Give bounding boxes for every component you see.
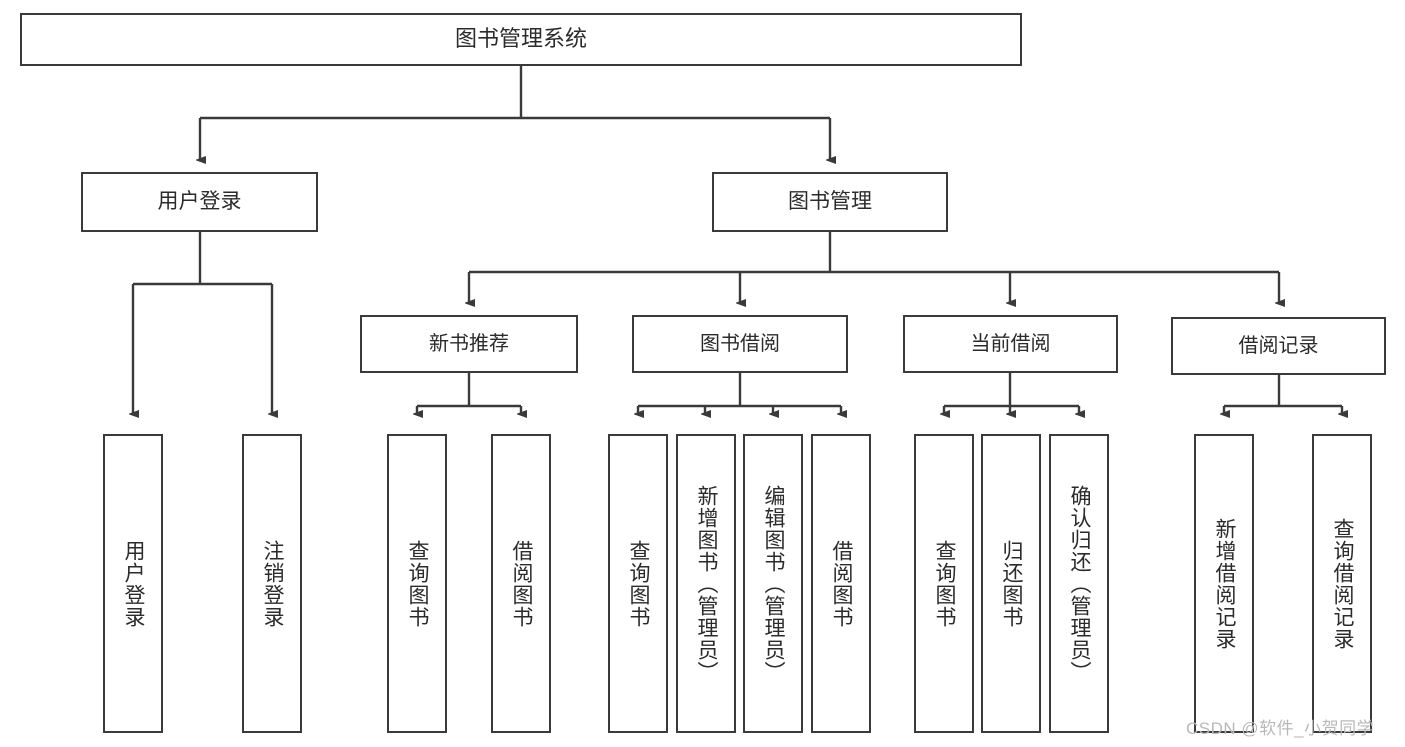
node-book-borrow[interactable]: 图书借阅	[632, 315, 848, 373]
node-leaf-query-record[interactable]: 查询借阅记录	[1312, 434, 1372, 733]
node-leaf-confirm-return[interactable]: 确认归还（管理员）	[1049, 434, 1109, 733]
node-label: 当前借阅	[970, 332, 1051, 355]
node-label: 确认归还（管理员）	[1068, 484, 1092, 683]
node-label: 用户登录	[157, 190, 242, 214]
node-leaf-query-book-3[interactable]: 查询图书	[914, 434, 974, 733]
node-label: 查询图书	[406, 539, 430, 628]
watermark: CSDN @软件_小贺同学	[1186, 719, 1375, 738]
node-leaf-borrow-book-1[interactable]: 借阅图书	[491, 434, 551, 733]
node-borrow-record[interactable]: 借阅记录	[1171, 317, 1386, 375]
node-leaf-logout-login[interactable]: 注销登录	[242, 434, 302, 733]
node-label: 图书管理系统	[454, 26, 587, 52]
node-leaf-add-record[interactable]: 新增借阅记录	[1194, 434, 1254, 733]
node-label: 新增借阅记录	[1213, 517, 1237, 650]
node-label: 查询图书	[627, 539, 651, 628]
node-current-borrow[interactable]: 当前借阅	[903, 315, 1118, 373]
node-leaf-query-book-2[interactable]: 查询图书	[608, 434, 668, 733]
node-label: 归还图书	[1000, 539, 1024, 628]
node-label: 借阅图书	[830, 539, 854, 628]
node-leaf-query-book-1[interactable]: 查询图书	[387, 434, 447, 733]
node-label: 用户登录	[122, 539, 146, 628]
node-label: 查询图书	[933, 539, 957, 628]
node-label: 借阅记录	[1238, 334, 1319, 357]
node-leaf-borrow-book-2[interactable]: 借阅图书	[811, 434, 871, 733]
node-label: 查询借阅记录	[1331, 517, 1355, 650]
node-label: 注销登录	[261, 539, 285, 628]
node-label: 图书管理	[788, 190, 872, 214]
node-root-book-management-system[interactable]: 图书管理系统	[20, 13, 1022, 66]
node-book-management[interactable]: 图书管理	[712, 172, 948, 232]
node-leaf-user-login[interactable]: 用户登录	[103, 434, 163, 733]
node-label: 图书借阅	[700, 332, 780, 355]
node-label: 新书推荐	[429, 332, 509, 355]
node-label: 编辑图书（管理员）	[762, 484, 786, 683]
node-leaf-edit-book[interactable]: 编辑图书（管理员）	[743, 434, 803, 733]
node-leaf-add-book[interactable]: 新增图书（管理员）	[676, 434, 736, 733]
node-label: 新增图书（管理员）	[695, 484, 719, 683]
node-user-login[interactable]: 用户登录	[81, 172, 318, 232]
node-label: 借阅图书	[510, 539, 534, 628]
node-new-book-recommend[interactable]: 新书推荐	[360, 315, 578, 373]
node-leaf-return-book[interactable]: 归还图书	[981, 434, 1041, 733]
